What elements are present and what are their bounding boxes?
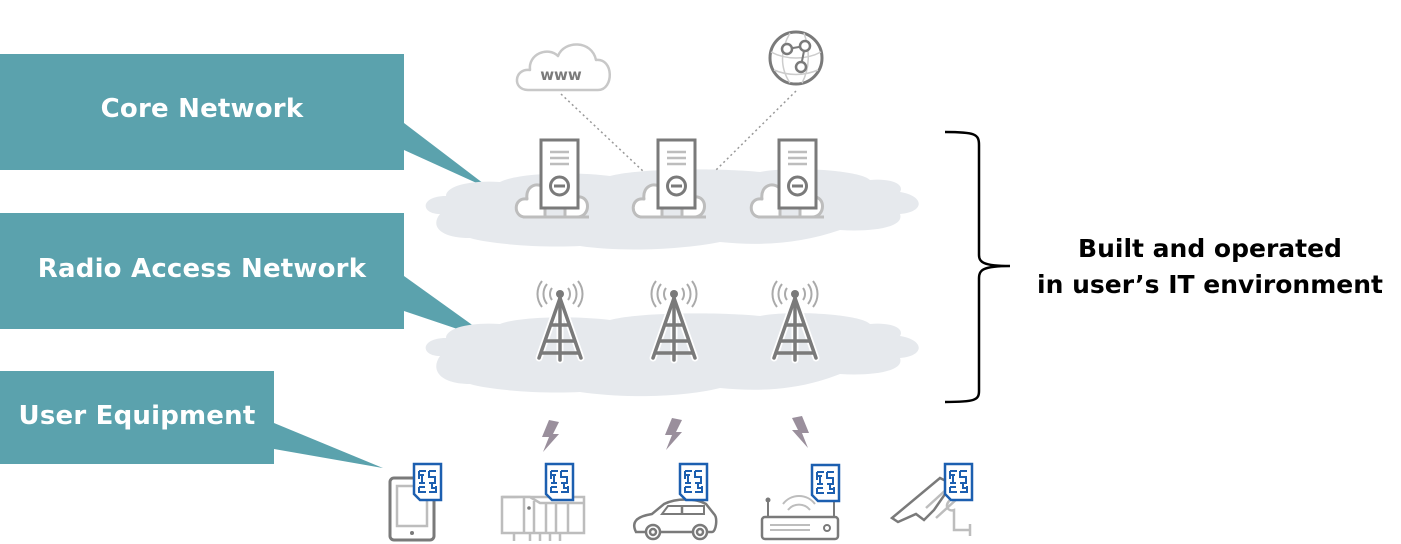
sim-card-icon [943, 462, 974, 502]
signal-bolt-icon [792, 416, 809, 448]
industrial-controller-device [500, 462, 586, 541]
core-network-callout: Core Network [0, 54, 404, 170]
bracket-label: Built and operated in user’s IT environm… [1030, 231, 1390, 303]
www-text: www [540, 66, 582, 84]
radio-access-network-label: Radio Access Network [37, 254, 367, 284]
global-network-icon [768, 30, 824, 86]
www-connection-line [560, 93, 645, 173]
bracket-label-line-1: Built and operated [1078, 234, 1342, 263]
car-icon [633, 498, 718, 541]
server-icon [539, 138, 580, 210]
router-device [760, 463, 841, 541]
internet-cloud-icon: www [515, 43, 611, 92]
sim-card-icon [810, 463, 841, 503]
server-icon [777, 138, 818, 210]
user-equipment-callout: User Equipment [0, 371, 274, 464]
sim-card-icon [678, 462, 709, 502]
sim-card-icon [412, 462, 443, 502]
security-camera-device [889, 462, 974, 536]
car-device [633, 462, 718, 541]
radio-access-network-callout: Radio Access Network [0, 213, 404, 329]
core-network-pointer [404, 123, 492, 190]
signal-bolt-icon [542, 420, 559, 452]
global-network-connection-line [715, 90, 797, 171]
bracket [944, 130, 1011, 404]
tablet-device [388, 462, 443, 542]
user-equipment-pointer [274, 423, 383, 468]
router-icon [760, 495, 840, 541]
bracket-label-line-2: in user’s IT environment [1037, 270, 1383, 299]
signal-bolt-icon [665, 418, 682, 450]
user-equipment-label: User Equipment [18, 400, 256, 431]
sim-card-icon [544, 462, 575, 502]
controller-icon [500, 495, 586, 541]
security-camera-icon [889, 476, 972, 536]
core-network-label: Core Network [100, 94, 304, 124]
server-icon [656, 138, 697, 210]
